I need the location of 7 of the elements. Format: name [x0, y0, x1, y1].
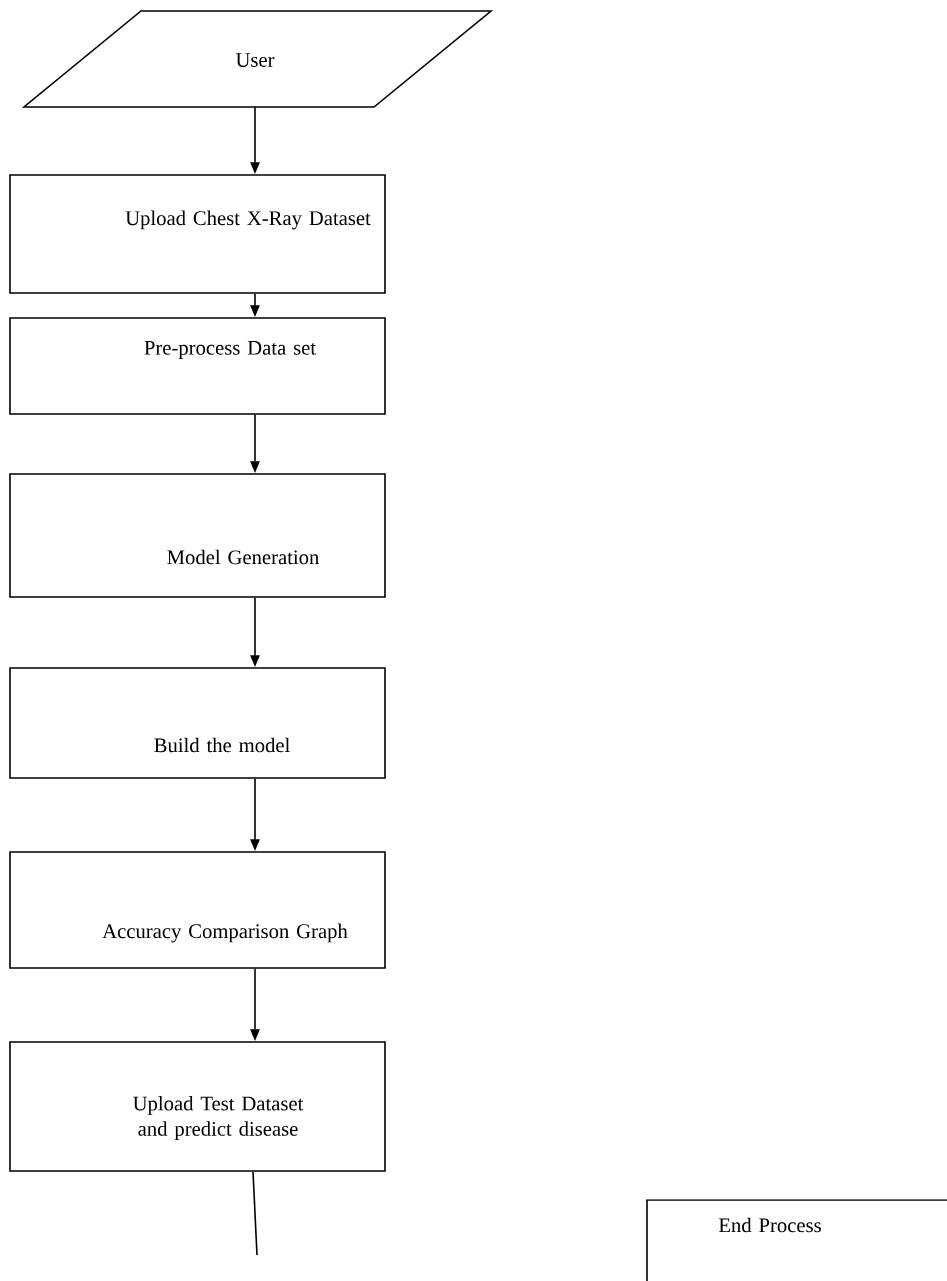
process-box: Pre-process Data set [9, 317, 386, 415]
process-box: Model Generation [9, 473, 386, 598]
process-box: Build the model [9, 667, 386, 779]
process-box: Upload Chest X-Ray Dataset [9, 174, 386, 294]
process-box: Upload Test Dataset and predict disease [9, 1041, 386, 1172]
process-box: End Process [646, 1199, 947, 1281]
process-box: Accuracy Comparison Graph [9, 851, 386, 969]
